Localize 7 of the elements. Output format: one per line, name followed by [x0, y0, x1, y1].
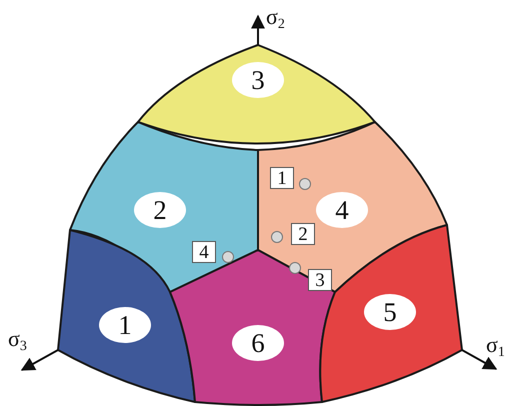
point-number-tag: 3: [308, 269, 332, 291]
axis-label: σ$_{2}$: [266, 6, 285, 32]
axis-label: σ$_{1}$: [486, 334, 505, 360]
point-number-tag: 1: [270, 167, 294, 189]
point-number-tag: 4: [192, 241, 216, 263]
point-number-tag: 2: [291, 223, 315, 245]
axis-label: σ$_{3}$: [8, 328, 27, 354]
